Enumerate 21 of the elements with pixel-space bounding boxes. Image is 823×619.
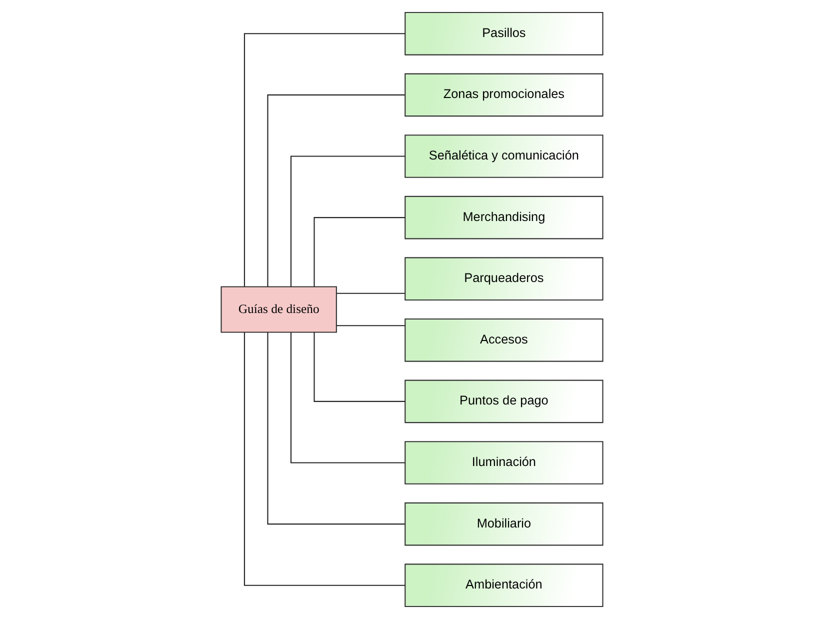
node-box: Mobiliario: [404, 502, 603, 546]
node-box: Puntos de pago: [404, 380, 603, 424]
connector: [313, 332, 404, 402]
connector: [266, 94, 404, 287]
node-box: Señalética y comunicación: [404, 134, 603, 178]
node-box: Pasillos: [404, 12, 603, 56]
connector: [290, 156, 404, 287]
connector: [290, 332, 404, 464]
node-box: Guías de diseño: [220, 286, 336, 333]
connector: [266, 332, 404, 525]
node-box: Ambientación: [404, 564, 603, 608]
connector: [243, 332, 405, 586]
node-box: Accesos: [404, 318, 603, 362]
connector: [313, 217, 404, 287]
node-box: Parqueaderos: [404, 257, 603, 301]
node-box: Zonas promocionales: [404, 73, 603, 117]
node-box: Merchandising: [404, 196, 603, 240]
connector: [243, 33, 405, 286]
connector: [336, 292, 404, 294]
connector: [336, 325, 404, 326]
node-box: Iluminación: [404, 441, 603, 484]
